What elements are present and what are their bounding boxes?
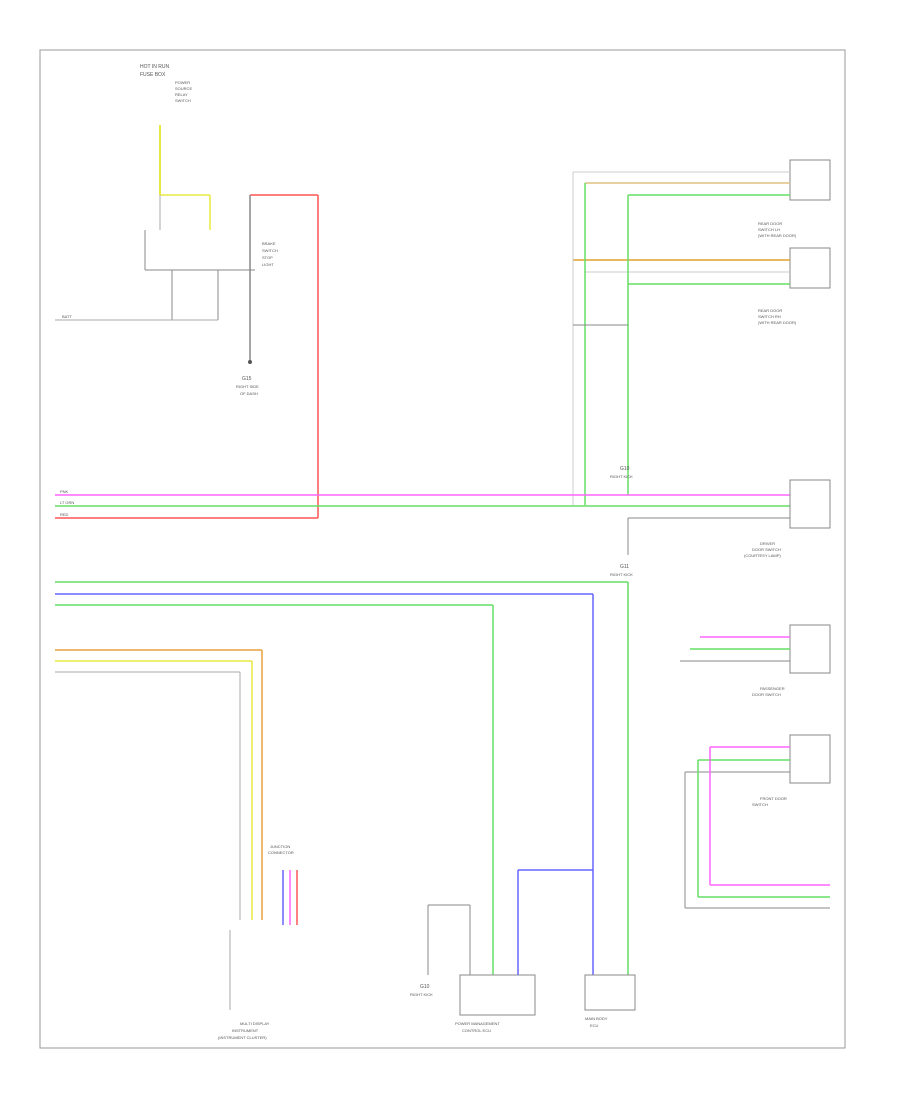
svg-text:INSTRUMENT: INSTRUMENT xyxy=(232,1028,259,1033)
multi-display: MULTI DISPLAY INSTRUMENT (INSTRUMENT CLU… xyxy=(218,930,270,1040)
svg-text:SWITCH: SWITCH xyxy=(262,248,278,253)
svg-text:MULTI DISPLAY: MULTI DISPLAY xyxy=(240,1021,270,1026)
svg-text:JUNCTION: JUNCTION xyxy=(270,844,290,849)
ground-left: G15 RIGHT SIDE OF DASH xyxy=(236,360,259,396)
body-ecu: MAIN BODY ECU xyxy=(584,974,636,1028)
svg-text:POWER MANAGEMENT: POWER MANAGEMENT xyxy=(455,1021,500,1026)
top-left-source: HOT IN RUN FUSE BOX POWER SOURCE RELAY S… xyxy=(55,64,255,321)
svg-text:BRAKE: BRAKE xyxy=(262,241,276,246)
second-bus xyxy=(55,581,629,975)
svg-text:PNK: PNK xyxy=(60,489,69,494)
svg-text:RIGHT KICK: RIGHT KICK xyxy=(610,474,633,479)
door-switch-mid: REAR DOOR SWITCH RH (WITH REAR DOOR) xyxy=(573,247,831,325)
svg-text:(WITH REAR DOOR): (WITH REAR DOOR) xyxy=(758,320,797,325)
svg-text:(INSTRUMENT CLUSTER): (INSTRUMENT CLUSTER) xyxy=(218,1035,267,1040)
svg-text:RED: RED xyxy=(60,512,69,517)
svg-text:DRIVER: DRIVER xyxy=(760,541,775,546)
door-switch-top: REAR DOOR SWITCH LH (WITH REAR DOOR) xyxy=(573,159,831,238)
svg-text:RIGHT KICK: RIGHT KICK xyxy=(610,572,633,577)
diagram-frame xyxy=(39,49,846,1049)
main-bus: PNK LT GRN RED xyxy=(55,489,790,519)
svg-text:RELAY: RELAY xyxy=(175,92,188,97)
ground-mid-right: G11 RIGHT KICK xyxy=(610,518,633,577)
svg-text:FUSE BOX: FUSE BOX xyxy=(140,72,166,78)
svg-text:DOOR SWITCH: DOOR SWITCH xyxy=(752,547,781,552)
front-door: FRONT DOOR SWITCH xyxy=(684,734,831,909)
svg-text:RIGHT KICK: RIGHT KICK xyxy=(410,992,433,997)
svg-text:STOP: STOP xyxy=(262,255,273,260)
svg-text:ECU: ECU xyxy=(590,1023,599,1028)
ground-top-right: G10 RIGHT KICK xyxy=(610,466,633,479)
brake-switch: BRAKE SWITCH STOP LIGHT xyxy=(249,194,319,518)
ground-bottom: G10 RIGHT KICK xyxy=(410,904,471,997)
svg-text:DOOR SWITCH: DOOR SWITCH xyxy=(752,692,781,697)
svg-text:LIGHT: LIGHT xyxy=(262,262,274,267)
svg-text:FRONT DOOR: FRONT DOOR xyxy=(760,796,787,801)
svg-text:(WITH REAR DOOR): (WITH REAR DOOR) xyxy=(758,233,797,238)
svg-text:REAR DOOR: REAR DOOR xyxy=(758,308,782,313)
svg-text:SWITCH LH: SWITCH LH xyxy=(758,227,780,232)
svg-text:SOURCE: SOURCE xyxy=(175,86,192,91)
svg-text:BATT: BATT xyxy=(62,314,72,319)
svg-text:MAIN BODY: MAIN BODY xyxy=(585,1016,608,1021)
svg-text:SWITCH: SWITCH xyxy=(175,98,191,103)
svg-text:CONNECTOR: CONNECTOR xyxy=(268,850,294,855)
svg-text:OF DASH: OF DASH xyxy=(240,391,258,396)
svg-text:G10: G10 xyxy=(420,984,430,990)
passenger-door: PASSENGER DOOR SWITCH xyxy=(680,624,831,697)
svg-text:G10: G10 xyxy=(620,466,630,472)
svg-text:PASSENGER: PASSENGER xyxy=(760,686,785,691)
junction-connector: JUNCTION CONNECTOR xyxy=(268,844,298,925)
third-bus xyxy=(55,649,263,920)
svg-text:G15: G15 xyxy=(242,376,252,382)
power-module: POWER MANAGEMENT CONTROL ECU xyxy=(455,869,593,1033)
svg-text:RIGHT SIDE: RIGHT SIDE xyxy=(236,384,259,389)
svg-text:SWITCH RH: SWITCH RH xyxy=(758,314,781,319)
svg-text:REAR DOOR: REAR DOOR xyxy=(758,221,782,226)
svg-text:LT GRN: LT GRN xyxy=(60,500,74,505)
door-module-right: DRIVER DOOR SWITCH (COURTESY LAMP) xyxy=(744,479,831,558)
svg-text:(COURTESY LAMP): (COURTESY LAMP) xyxy=(744,553,781,558)
source-label: HOT IN RUN xyxy=(140,64,169,70)
svg-text:G11: G11 xyxy=(620,564,629,570)
svg-text:POWER: POWER xyxy=(175,80,190,85)
svg-text:CONTROL ECU: CONTROL ECU xyxy=(462,1028,491,1033)
svg-text:SWITCH: SWITCH xyxy=(752,802,768,807)
